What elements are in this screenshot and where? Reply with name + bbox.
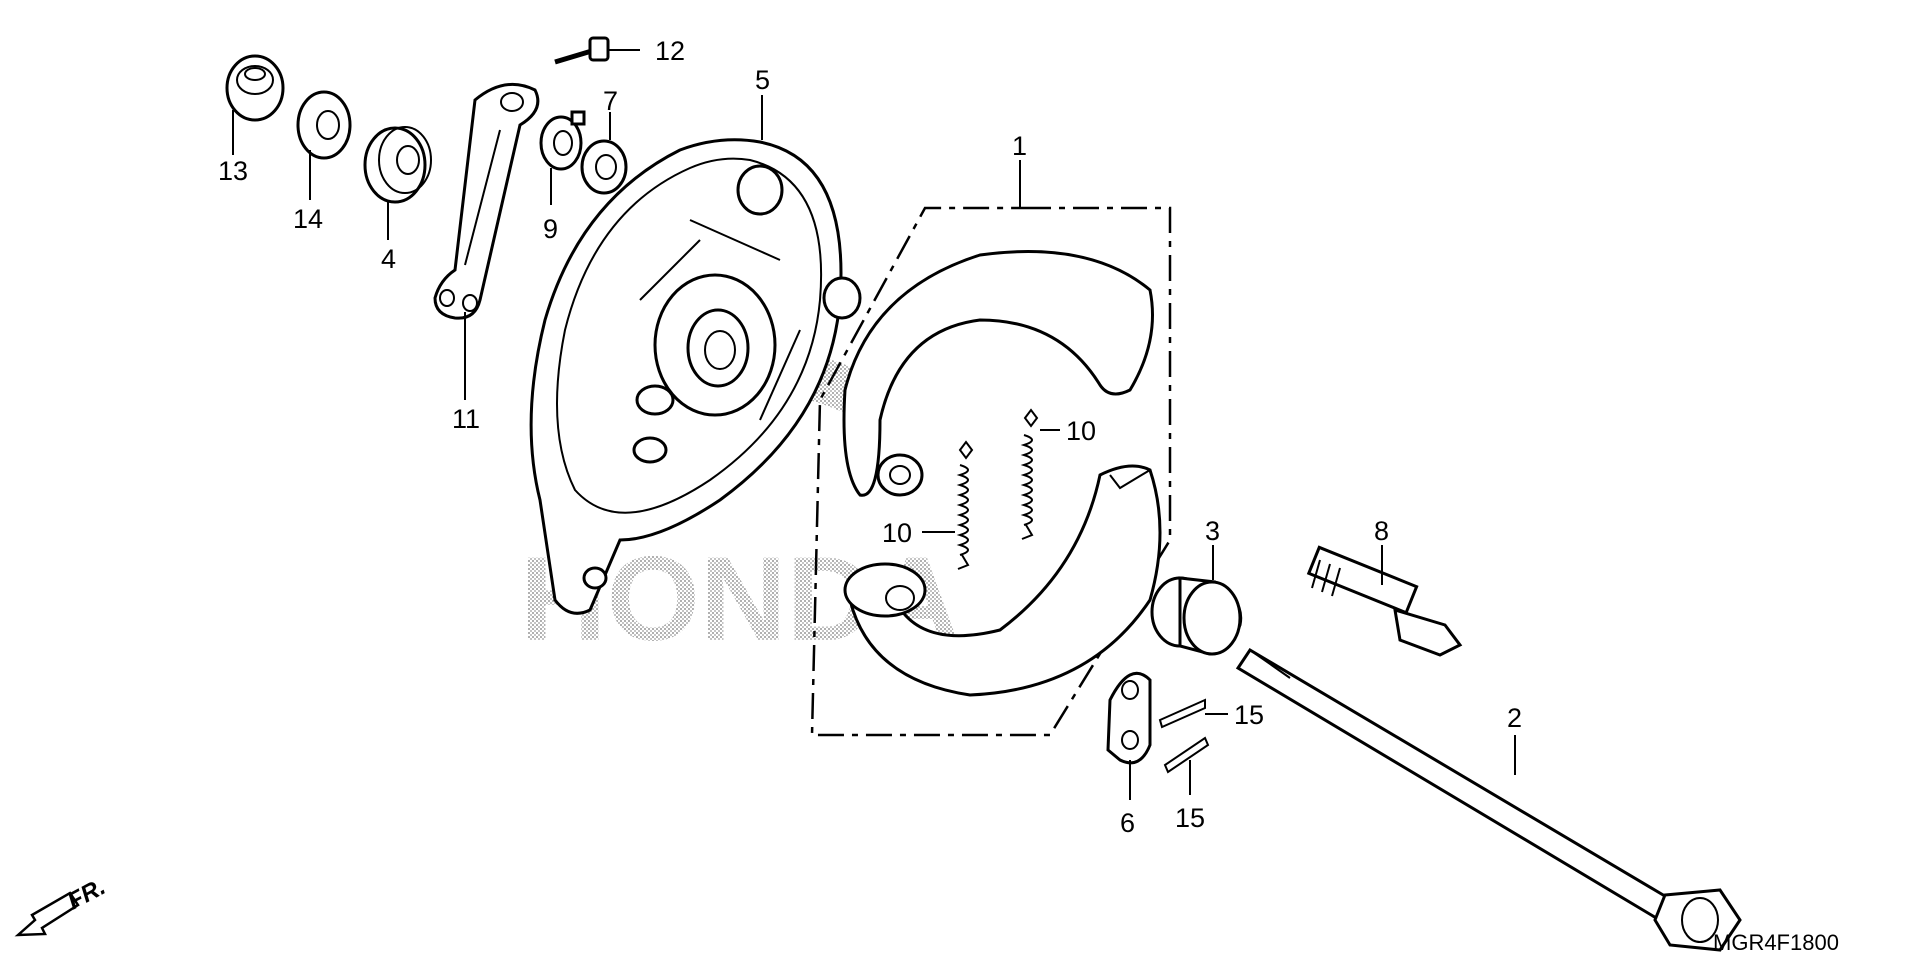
part-4-bearing[interactable] [363, 126, 432, 204]
callout-12: 12 [655, 36, 685, 66]
callout-2: 2 [1507, 703, 1522, 733]
part-9-indicator-plate[interactable] [539, 110, 586, 171]
part-6-plate[interactable] [1106, 671, 1152, 765]
part-10-spring-left[interactable] [956, 440, 974, 570]
callout-15-lower: 15 [1175, 803, 1205, 833]
callout-6: 6 [1120, 808, 1135, 838]
part-1-group-outline [810, 206, 1172, 737]
part-12-bolt[interactable] [554, 36, 610, 65]
part-3-collar[interactable] [1150, 576, 1243, 656]
callout-15-upper: 15 [1234, 700, 1264, 730]
part-11-brake-arm[interactable] [433, 82, 540, 320]
leader-lines [232, 49, 1516, 800]
callout-4: 4 [381, 244, 396, 274]
part-1-brake-shoe-upper[interactable] [842, 250, 1154, 497]
part-13-nut[interactable] [225, 54, 285, 122]
part-1-brake-shoe-lower[interactable] [843, 464, 1162, 697]
part-15-cotter-pin-lower[interactable] [1163, 736, 1210, 774]
callout-1: 1 [1012, 131, 1027, 161]
callout-14: 14 [293, 204, 323, 234]
callout-7: 7 [603, 86, 618, 116]
callout-8: 8 [1374, 516, 1389, 546]
callout-10-upper: 10 [1066, 416, 1096, 446]
part-15-cotter-pin-upper[interactable] [1158, 698, 1206, 729]
part-8-brake-cam[interactable] [1306, 545, 1463, 657]
arrow-down-left-icon [14, 891, 80, 937]
part-14-washer[interactable] [296, 90, 352, 160]
callout-11: 11 [452, 404, 480, 434]
drawing-code: MGR4F1800 [1713, 930, 1839, 955]
part-5-brake-panel[interactable] [529, 138, 862, 615]
part-7-seal[interactable] [580, 139, 628, 195]
callout-5: 5 [755, 65, 770, 95]
front-direction-indicator: FR. [14, 873, 110, 937]
callout-9: 9 [543, 214, 558, 244]
callout-13: 13 [218, 156, 248, 186]
callout-10-lower: 10 [882, 518, 912, 548]
part-10-spring-right[interactable] [1020, 408, 1039, 540]
part-2-axle[interactable] [1235, 647, 1742, 952]
callout-3: 3 [1205, 516, 1220, 546]
